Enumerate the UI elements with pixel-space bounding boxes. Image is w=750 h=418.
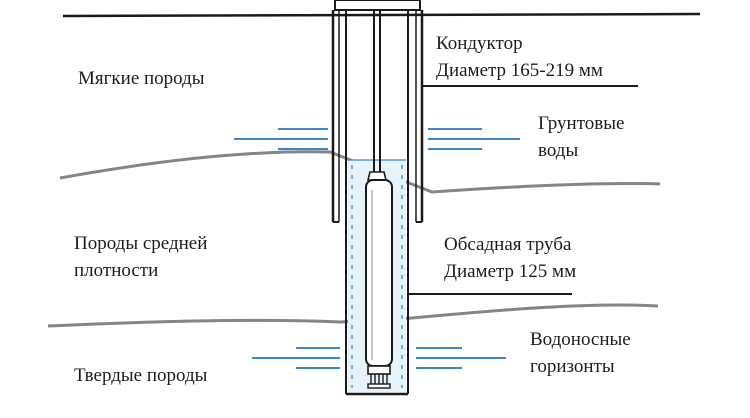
layer-boundary-upper xyxy=(59,150,661,194)
label-casing-diameter: Диаметр 125 мм xyxy=(444,261,577,282)
aquifer-lines xyxy=(252,347,506,369)
label-conductor-diameter: Диаметр 165-219 мм xyxy=(436,60,603,81)
conductor-pipe xyxy=(331,10,424,223)
label-casing: Обсадная труба xyxy=(444,234,572,255)
label-conductor: Кондуктор xyxy=(436,33,523,54)
label-groundwater-2: воды xyxy=(538,140,579,161)
pump-intake-grill xyxy=(370,374,388,384)
ground-surface-line xyxy=(62,12,701,18)
label-medium-rock-2: плотности xyxy=(74,260,159,281)
label-hard-rock: Твердые породы xyxy=(74,365,208,386)
pump-cable xyxy=(373,10,381,172)
water-dashes xyxy=(351,165,403,388)
label-groundwater: Грунтовые xyxy=(538,113,625,134)
wellhead-flange xyxy=(334,0,421,11)
label-aquifer-2: горизонты xyxy=(530,356,615,377)
label-aquifer: Водоносные xyxy=(530,329,631,350)
label-soft-rock: Мягкие породы xyxy=(78,68,205,89)
label-medium-rock: Породы средней xyxy=(74,233,208,254)
submersible-pump xyxy=(365,171,393,389)
layer-boundary-lower xyxy=(47,303,659,328)
casing-pipe xyxy=(345,10,409,396)
groundwater-lines xyxy=(234,128,520,150)
